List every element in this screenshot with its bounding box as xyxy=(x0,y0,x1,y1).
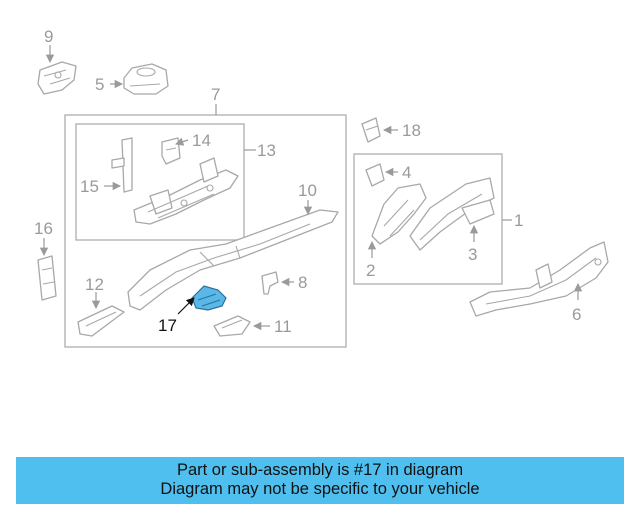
callout-8: 8 xyxy=(298,273,307,292)
callout-7: 7 xyxy=(211,85,220,104)
callout-11: 11 xyxy=(274,317,292,336)
part-2-wheelhouse-panel[interactable] xyxy=(371,183,427,245)
callout-15: 15 xyxy=(80,177,99,196)
part-15-post[interactable] xyxy=(111,137,133,193)
part-11-bracket[interactable] xyxy=(213,315,251,337)
callout-4: 4 xyxy=(402,163,411,182)
callout-10: 10 xyxy=(298,181,317,200)
part-6-front-rail[interactable] xyxy=(469,241,609,317)
callout-13: 13 xyxy=(257,141,276,160)
callout-1: 1 xyxy=(514,211,523,230)
part-18-bracket[interactable] xyxy=(361,117,381,143)
callout-16: 16 xyxy=(34,219,53,238)
part-12-bracket[interactable] xyxy=(77,305,125,337)
group-box-1 xyxy=(353,153,503,285)
info-banner: Part or sub-assembly is #17 in diagram D… xyxy=(16,457,624,504)
callout-2: 2 xyxy=(366,261,375,280)
part-16-bracket[interactable] xyxy=(37,255,57,301)
part-10-side-rail[interactable] xyxy=(127,209,339,311)
part-3-apron-panel[interactable] xyxy=(409,177,495,251)
callout-18: 18 xyxy=(402,121,421,140)
callout-14: 14 xyxy=(192,131,211,150)
callout-5: 5 xyxy=(95,75,104,94)
part-13-crossmember[interactable] xyxy=(133,157,239,225)
callout-17: 17 xyxy=(158,316,177,335)
callout-12: 12 xyxy=(85,275,104,294)
callout-9: 9 xyxy=(44,27,53,46)
banner-line-2: Diagram may not be specific to your vehi… xyxy=(160,480,480,498)
part-5-mount[interactable] xyxy=(123,63,169,95)
part-17-highlighted[interactable] xyxy=(191,285,227,311)
parts-diagram: 9 5 7 14 13 15 10 xyxy=(34,27,609,348)
callout-6: 6 xyxy=(572,305,581,324)
part-9-bracket[interactable] xyxy=(37,61,77,95)
callout-3: 3 xyxy=(468,245,477,264)
banner-line-1: Part or sub-assembly is #17 in diagram xyxy=(176,461,464,479)
group-box-13 xyxy=(75,123,245,241)
part-4-bracket[interactable] xyxy=(365,163,385,187)
group-box-7 xyxy=(64,114,347,348)
part-14-bracket[interactable] xyxy=(161,137,181,165)
part-8-clip[interactable] xyxy=(261,271,279,295)
